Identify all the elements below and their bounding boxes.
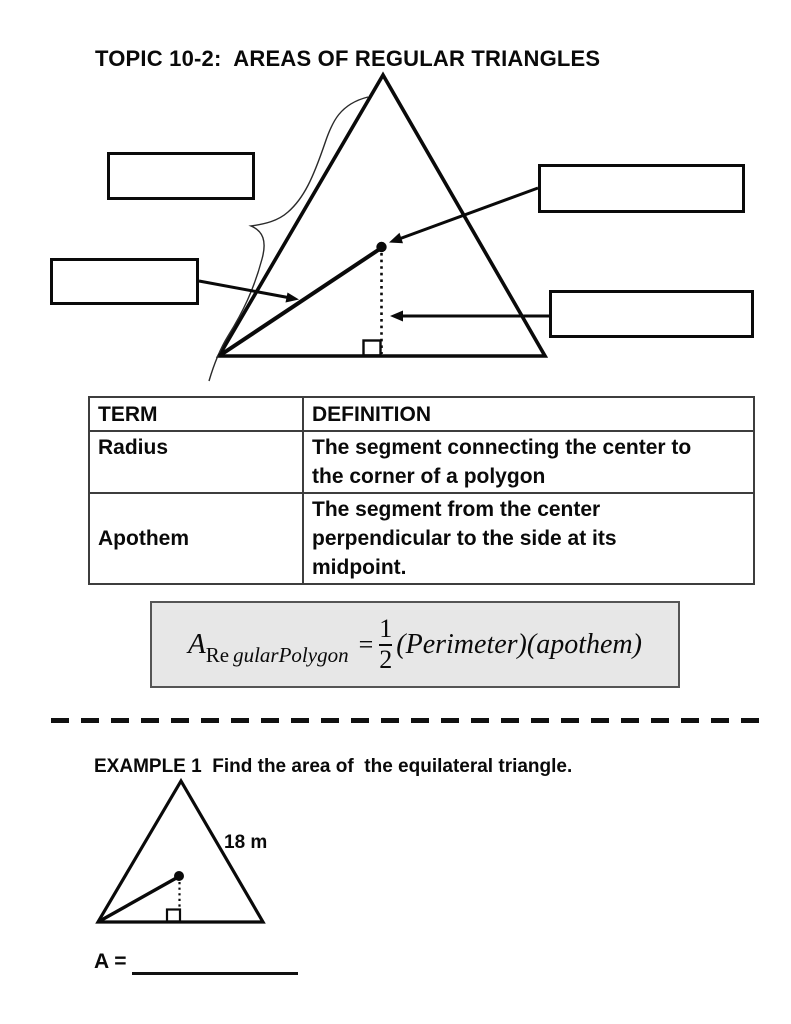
table-row: Radius The segment connecting the center…: [88, 430, 755, 494]
arrow-to-center: [389, 186, 539, 244]
example-radius-segment: [97, 875, 180, 924]
fraction-denominator: 2: [379, 644, 393, 674]
definition-cell: The segment connecting the center to the…: [302, 430, 755, 494]
radius-segment: [217, 245, 384, 358]
dashed-separator: [51, 718, 770, 723]
definition-line: The segment connecting the center to: [312, 436, 692, 459]
formula-subscript-italic: gularPolygon: [233, 643, 349, 667]
definition-line: midpoint.: [312, 556, 407, 579]
definition-line: The segment from the center: [312, 498, 601, 521]
answer-label: A =: [94, 950, 127, 973]
fraction-bar: [379, 643, 393, 646]
label-box-top-left[interactable]: [107, 152, 255, 200]
term-cell: Apothem: [88, 492, 304, 585]
definition-line: the corner of a polygon: [312, 465, 546, 488]
page-title: TOPIC 10-2: AREAS OF REGULAR TRIANGLES: [95, 46, 601, 71]
definition-cell: The segment from the center perpendicula…: [302, 492, 755, 585]
one-half-fraction: 1 2: [379, 613, 393, 674]
center-dot: [376, 241, 387, 253]
table-header-row: TERM DEFINITION: [88, 396, 755, 432]
arrow-to-apothem: [390, 310, 549, 322]
example-heading: EXAMPLE 1 Find the area of the equilater…: [94, 756, 573, 777]
definitions-table: TERM DEFINITION Radius The segment conne…: [88, 396, 755, 585]
label-box-top-right[interactable]: [538, 164, 745, 213]
example-right-angle-marker: [165, 908, 182, 923]
side-length-label: 18 m: [224, 832, 268, 853]
example-center-dot: [174, 871, 184, 881]
header-definition: DEFINITION: [302, 396, 755, 432]
answer-blank[interactable]: [132, 972, 298, 975]
label-box-bottom-right[interactable]: [549, 290, 754, 338]
formula-subscript-roman: Re: [205, 643, 230, 667]
label-box-middle-left[interactable]: [50, 258, 199, 305]
right-angle-marker: [362, 339, 382, 357]
arrow-to-radius: [198, 279, 299, 303]
formula-variable: A: [188, 628, 206, 660]
table-row: Apothem The segment from the center perp…: [88, 492, 755, 585]
header-term: TERM: [88, 396, 304, 432]
fraction-numerator: 1: [379, 613, 393, 643]
definition-line: perpendicular to the side at its: [312, 527, 617, 550]
formula-factors: (Perimeter)(apothem): [396, 628, 642, 660]
term-cell: Radius: [88, 430, 304, 494]
curly-brace: [208, 96, 369, 382]
equals-sign: =: [358, 629, 374, 659]
